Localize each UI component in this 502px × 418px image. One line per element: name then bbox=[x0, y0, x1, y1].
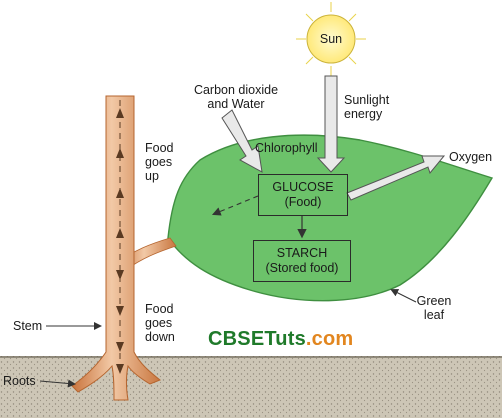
green-leaf bbox=[167, 134, 494, 302]
sunlight-energy-label: Sunlight energy bbox=[344, 93, 390, 121]
brand-watermark: CBSETuts.com bbox=[208, 328, 353, 351]
leaf-pointer bbox=[390, 289, 417, 303]
oxygen-arrow bbox=[346, 155, 446, 201]
sun bbox=[296, 2, 366, 76]
oxygen-label: Oxygen bbox=[449, 150, 493, 164]
glucose-title: GLUCOSE bbox=[272, 180, 334, 194]
food-goes-up-label: Food goes up bbox=[145, 141, 174, 183]
glucose-subtitle: (Food) bbox=[284, 195, 322, 209]
roots-label: Roots bbox=[3, 374, 36, 388]
food-to-stem-arrow bbox=[211, 195, 259, 216]
up-arrows bbox=[116, 108, 124, 238]
starch-title: STARCH bbox=[276, 246, 328, 260]
brand-com: .com bbox=[305, 328, 354, 350]
starch-subtitle: (Stored food) bbox=[265, 261, 339, 275]
roots-pointer bbox=[39, 379, 76, 388]
sun-label: Sun bbox=[319, 32, 343, 46]
chlorophyll-label: Chlorophyll bbox=[255, 141, 318, 155]
starch-box: STARCH (Stored food) bbox=[253, 240, 351, 282]
co2-water-arrow bbox=[221, 109, 263, 173]
stem-label: Stem bbox=[13, 319, 43, 333]
carbon-dioxide-water-label: Carbon dioxide and Water bbox=[193, 83, 279, 111]
down-arrows bbox=[116, 270, 124, 374]
glucose-box: GLUCOSE (Food) bbox=[258, 174, 348, 216]
sunlight-arrow bbox=[316, 75, 346, 173]
brand-cbse: CBSE bbox=[208, 328, 265, 350]
brand-tuts: Tuts bbox=[264, 328, 306, 350]
green-leaf-label: Green leaf bbox=[416, 294, 452, 322]
food-goes-down-label: Food goes down bbox=[145, 302, 175, 344]
